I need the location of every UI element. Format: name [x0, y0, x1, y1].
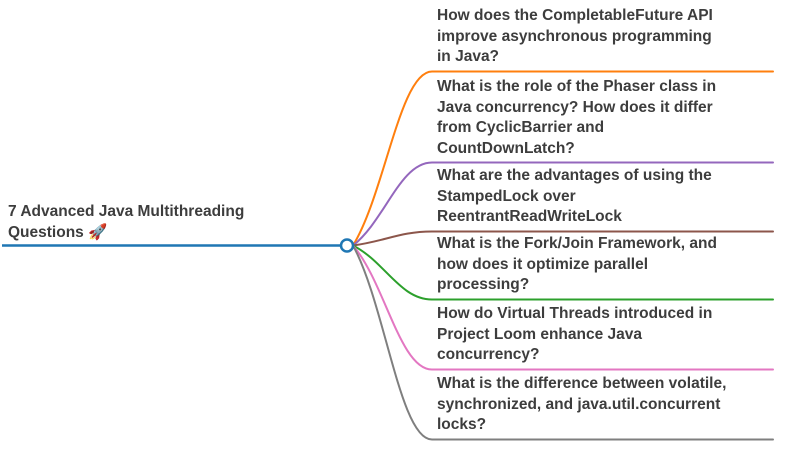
node-text-line: Project Loom enhance Java [437, 325, 643, 343]
node-text-line: What are the advantages of using the [437, 167, 712, 184]
node-text-line: 7 Advanced Java Multithreading [8, 203, 245, 220]
branch-link-3 [352, 230, 774, 247]
node-text-line: What is the Fork/Join Framework, and [437, 235, 717, 252]
question-node-2[interactable]: What is the role of the Phaser class in J… [437, 77, 716, 160]
question-node-1[interactable]: How does the CompletableFuture API improv… [437, 6, 713, 68]
question-node-4[interactable]: What is the Fork/Join Framework, and how … [437, 234, 717, 296]
branch-link-2 [352, 161, 774, 247]
branch-link-5 [352, 244, 774, 371]
node-text-line: CountDownLatch? [437, 140, 575, 158]
node-text-line: in Java? [437, 48, 500, 66]
node-text-line: What is the role of the Phaser class in [437, 78, 717, 95]
node-text-line: What is the difference between volatile, [437, 375, 727, 392]
branch-link-1 [352, 70, 774, 247]
node-text-line: improve asynchronous programming [437, 27, 712, 45]
branch-link-6 [352, 244, 774, 441]
question-node-6[interactable]: What is the difference between volatile,… [437, 374, 726, 436]
node-text-line: Java concurrency? How does it differ [437, 98, 713, 116]
node-text-line: How does the CompletableFuture API [437, 7, 713, 24]
node-text-line: locks? [437, 416, 487, 434]
node-text-line: concurrency? [437, 346, 540, 364]
node-text-line: StampedLock over [437, 187, 576, 205]
branch-link-4 [352, 244, 774, 301]
node-text-line: how does it optimize parallel [437, 255, 649, 273]
node-text-line: from CyclicBarrier and [437, 119, 605, 137]
node-text-line: How do Virtual Threads introduced in [437, 305, 713, 322]
node-text-line: processing? [437, 276, 530, 294]
node-text-line: ReentrantReadWriteLock [437, 208, 622, 226]
node-text-line: synchronized, and java.util.concurrent [437, 395, 721, 413]
node-text-line: Questions 🚀 [8, 223, 108, 241]
question-node-5[interactable]: How do Virtual Threads introduced in Proj… [437, 304, 712, 366]
root-collapse-circle[interactable] [339, 238, 355, 253]
